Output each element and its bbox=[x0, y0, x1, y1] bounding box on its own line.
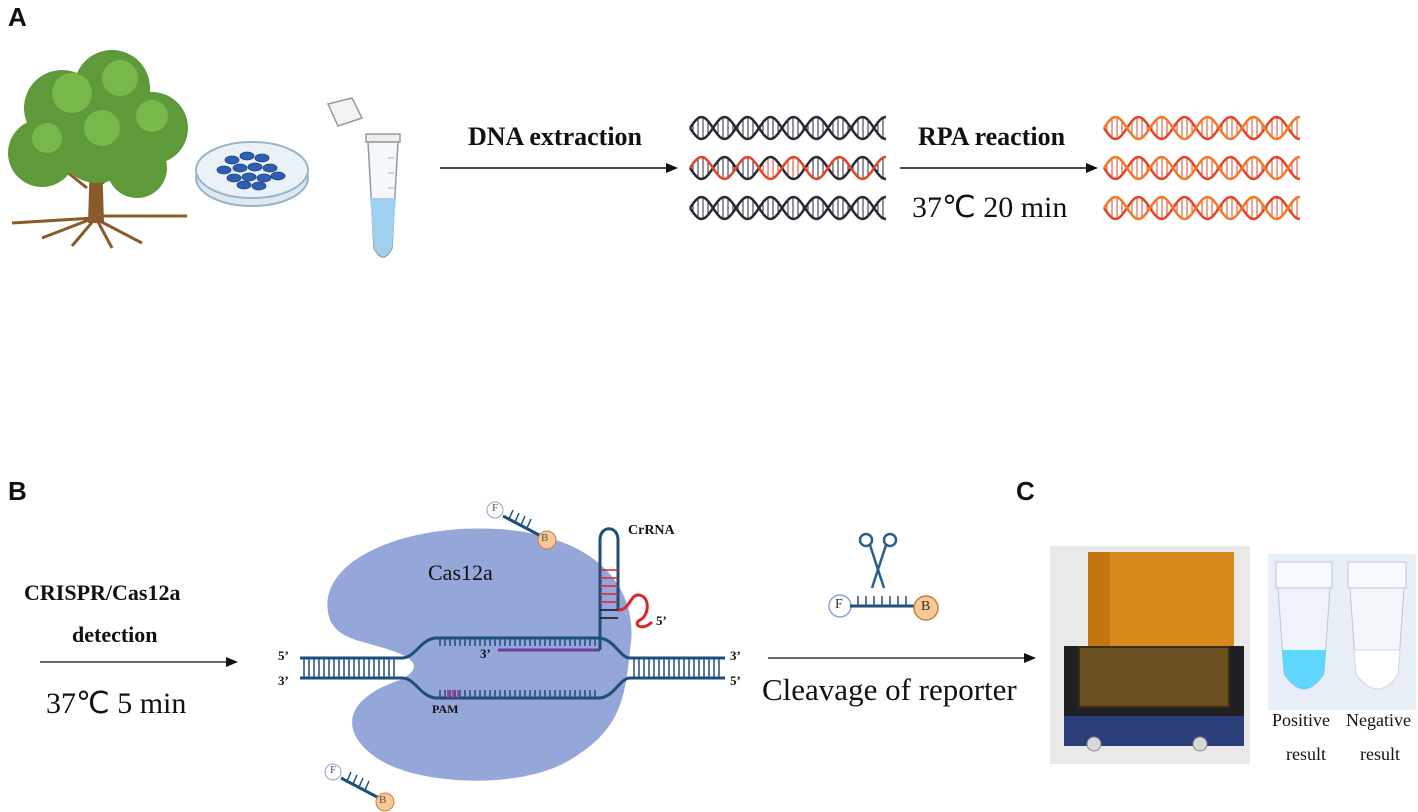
pam-label: PAM bbox=[432, 702, 459, 716]
arrow-detection bbox=[40, 657, 238, 667]
scissors-icon bbox=[858, 532, 898, 589]
tree-illustration bbox=[8, 50, 188, 249]
reporter-f-top: F bbox=[492, 502, 499, 514]
reporter-b-cleaved: B bbox=[921, 599, 931, 614]
positive-tube bbox=[1275, 561, 1333, 690]
reporter-f-bottom: F bbox=[330, 764, 337, 776]
five-prime-right: 5’ bbox=[730, 673, 741, 688]
dna-extraction-label: DNA extraction bbox=[468, 122, 643, 151]
dna-helix-group-extracted bbox=[688, 115, 887, 221]
rpa-reaction-label: RPA reaction bbox=[918, 122, 1066, 151]
three-prime-right: 3’ bbox=[730, 648, 741, 663]
reporter-bottom bbox=[324, 763, 395, 812]
cleavage-label: Cleavage of reporter bbox=[762, 672, 1017, 707]
detection-label-line1: CRISPR/Cas12a bbox=[24, 580, 181, 605]
microcentrifuge-tube-illustration bbox=[326, 97, 401, 258]
dna-helix-group-amplified bbox=[1102, 115, 1301, 221]
three-prime-left: 3’ bbox=[278, 673, 289, 688]
detection-label-line2: detection bbox=[72, 622, 158, 647]
crrna-label: CrRNA bbox=[628, 523, 675, 538]
reporter-f-cleaved: F bbox=[835, 597, 843, 612]
positive-label-line1: Positive bbox=[1272, 710, 1331, 730]
tubes-result-photo bbox=[1268, 554, 1416, 710]
reporter-b-top: B bbox=[541, 532, 549, 544]
reporter-top bbox=[486, 501, 557, 550]
five-prime-left: 5’ bbox=[278, 648, 289, 663]
five-prime-crrna: 5’ bbox=[656, 613, 667, 628]
negative-label-line2: result bbox=[1360, 744, 1400, 764]
cleaved-reporter-illustration bbox=[828, 532, 939, 621]
negative-tube bbox=[1347, 561, 1407, 690]
negative-label-line1: Negative bbox=[1346, 710, 1411, 730]
panel-label-c: C bbox=[1016, 476, 1035, 506]
cas12a-complex-diagram bbox=[300, 501, 725, 812]
arrow-rpa bbox=[900, 163, 1098, 173]
detection-condition-label: 37℃ 5 min bbox=[46, 687, 187, 720]
positive-label-line2: result bbox=[1286, 744, 1326, 764]
reporter-b-bottom: B bbox=[379, 794, 387, 806]
cas12a-label: Cas12a bbox=[428, 560, 493, 585]
cas12a-protein-shape bbox=[327, 528, 632, 781]
rpa-condition-label: 37℃ 20 min bbox=[912, 191, 1068, 224]
arrow-cleavage bbox=[768, 653, 1036, 663]
panel-label-b: B bbox=[8, 476, 27, 506]
blue-light-transilluminator-photo bbox=[1050, 546, 1250, 764]
petri-dish-illustration bbox=[195, 141, 309, 207]
arrow-dna-extraction bbox=[440, 163, 678, 173]
three-prime-inner: 3’ bbox=[480, 646, 491, 661]
panel-label-a: A bbox=[8, 2, 27, 32]
